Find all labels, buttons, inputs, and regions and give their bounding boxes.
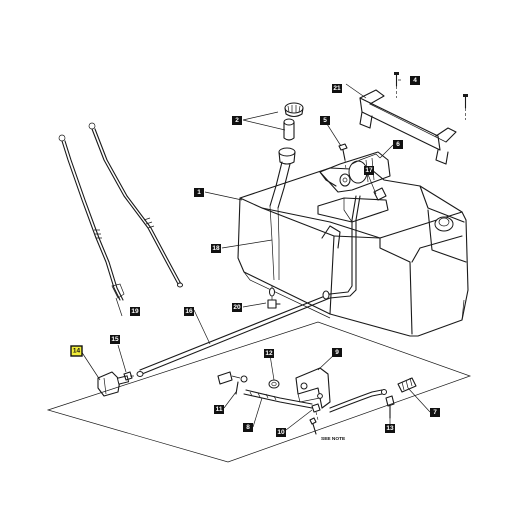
callout-20: 20 xyxy=(232,303,242,312)
callout-12-text: 12 xyxy=(265,350,273,357)
return-hose xyxy=(243,389,313,409)
bracket-bolt xyxy=(311,403,321,421)
bolt-top-right xyxy=(463,94,468,120)
cable-adjuster xyxy=(397,377,417,393)
callout-8: 8 xyxy=(243,423,253,432)
callout-13-text: 13 xyxy=(386,425,394,432)
callout-7: 7 xyxy=(430,408,440,417)
choke-cable xyxy=(58,134,125,301)
callout-9: 9 xyxy=(332,348,342,357)
callout-7-text: 7 xyxy=(433,409,437,416)
callout-16-text: 16 xyxy=(185,308,193,315)
callout-18: 18 xyxy=(211,244,221,253)
callout-13: 13 xyxy=(385,424,395,433)
callout-10: 10 xyxy=(276,428,286,437)
throttle-cable xyxy=(88,122,183,288)
callout-11-text: 11 xyxy=(216,406,223,413)
callout-10-text: 10 xyxy=(277,429,285,436)
callout-4: 4 xyxy=(410,76,420,85)
valve-fitting xyxy=(123,371,144,381)
callout-14-text: 14 xyxy=(73,348,81,355)
callout-19-text: 19 xyxy=(131,308,139,315)
callout-21-text: 21 xyxy=(333,85,341,92)
callout-6-text: 6 xyxy=(396,141,400,148)
callout-20-text: 20 xyxy=(233,304,241,311)
filler-cap xyxy=(284,102,304,118)
bolt-top-left xyxy=(394,72,399,98)
fuel-line xyxy=(139,290,331,375)
callout-4-text: 4 xyxy=(413,77,417,84)
leader-lines xyxy=(80,79,431,431)
vent-line xyxy=(329,195,361,299)
callout-16: 16 xyxy=(184,307,194,316)
callout-12: 12 xyxy=(264,349,274,358)
callout-14-highlighted: 14 xyxy=(70,345,83,357)
pump-bolt xyxy=(338,143,348,171)
cable-fitting xyxy=(385,395,395,419)
noted-screw xyxy=(309,417,317,435)
callout-2: 2 xyxy=(232,116,242,125)
callout-18-text: 18 xyxy=(212,245,220,252)
throttle-cable-end xyxy=(329,389,387,413)
callout-8-text: 8 xyxy=(246,424,250,431)
elbow-fitting xyxy=(217,371,248,395)
filler-adapter xyxy=(283,118,295,141)
fuel-valve xyxy=(97,371,130,397)
cable-bracket xyxy=(295,367,331,409)
callout-17: 17 xyxy=(364,166,374,175)
see-note-label: SEE NOTE xyxy=(321,436,346,442)
fuel-pump xyxy=(319,151,391,193)
callout-1-text: 1 xyxy=(197,189,201,196)
callout-15-text: 15 xyxy=(111,336,119,343)
callout-5: 5 xyxy=(320,116,330,125)
callout-21: 21 xyxy=(332,84,342,93)
mounting-bracket xyxy=(359,89,457,165)
callout-6: 6 xyxy=(393,140,403,149)
pump-bracket xyxy=(317,197,389,223)
callout-17-text: 17 xyxy=(365,167,373,174)
hose-clamp xyxy=(373,187,387,201)
callout-5-text: 5 xyxy=(323,117,327,124)
callout-19: 19 xyxy=(130,307,140,316)
grommet xyxy=(268,379,280,389)
callout-1: 1 xyxy=(194,188,204,197)
ground-plane-outline xyxy=(46,321,472,463)
callout-9-text: 9 xyxy=(335,349,339,356)
shutoff-valve xyxy=(267,286,281,309)
callout-11: 11 xyxy=(214,405,224,414)
callout-2-text: 2 xyxy=(235,117,239,124)
callout-15: 15 xyxy=(110,335,120,344)
